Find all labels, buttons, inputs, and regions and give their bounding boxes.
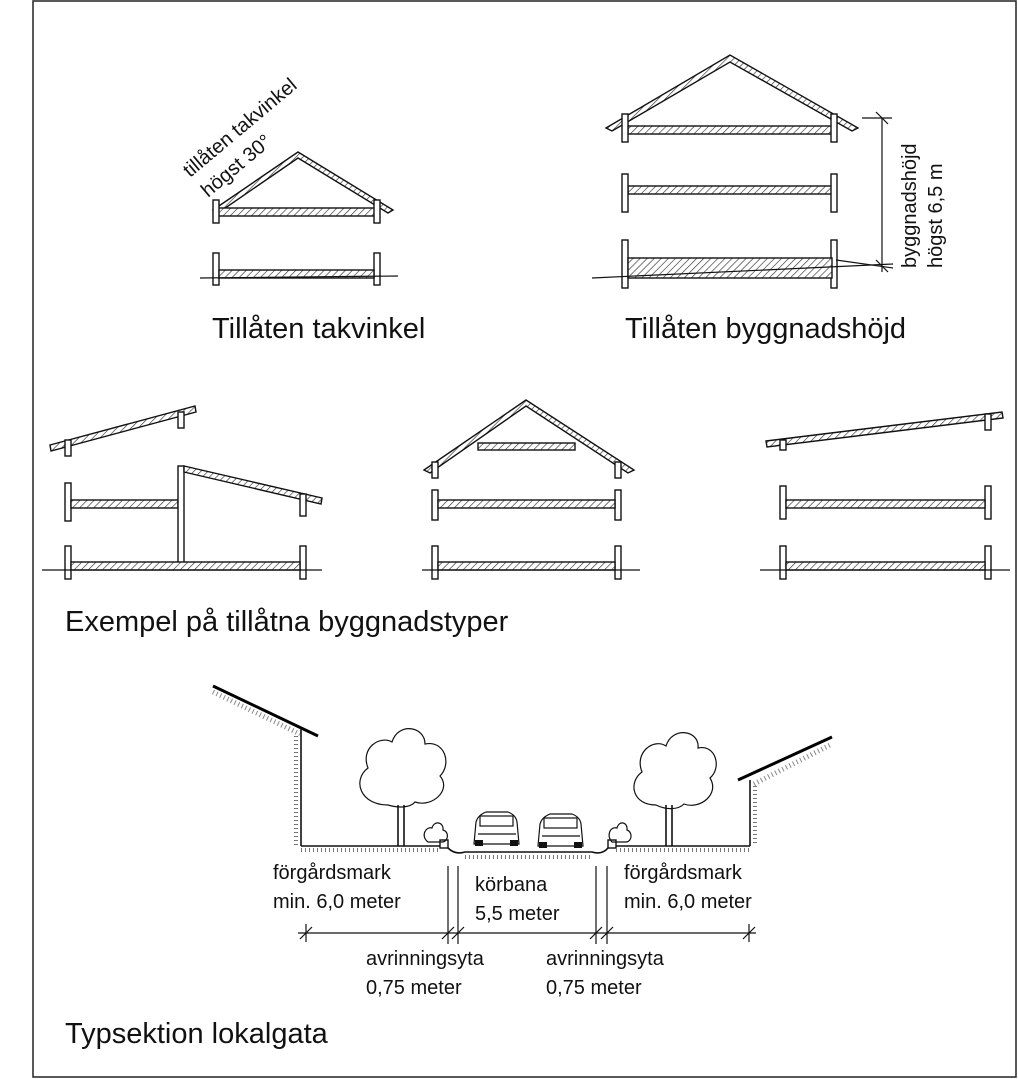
height-label-line2: högst 6,5 m bbox=[925, 163, 947, 268]
frame bbox=[32, 0, 1017, 1078]
building-height-title: Tillåten byggnadshöjd bbox=[625, 313, 906, 345]
example-split-level bbox=[42, 405, 323, 580]
car-right bbox=[537, 813, 584, 848]
roof-angle-drawing bbox=[199, 151, 399, 286]
example-low-shed-roof bbox=[760, 411, 1010, 580]
example-pitched-roof bbox=[422, 399, 640, 580]
building-height-drawing bbox=[591, 54, 894, 289]
drain-left-label-line2: 0,75 meter bbox=[366, 977, 462, 999]
car-left bbox=[473, 811, 520, 846]
drain-right-label-line2: 0,75 meter bbox=[546, 977, 642, 999]
left-zone-label-line2: min. 6,0 meter bbox=[273, 891, 401, 913]
street-section-drawing bbox=[211, 684, 834, 944]
road-label-line1: körbana bbox=[475, 874, 548, 896]
examples-title: Exempel på tillåtna byggnadstyper bbox=[65, 606, 509, 638]
roof-angle-title: Tillåten takvinkel bbox=[212, 313, 425, 345]
height-label-line1: byggnadshöjd bbox=[899, 143, 921, 268]
right-zone-label-line2: min. 6,0 meter bbox=[624, 891, 752, 913]
left-zone-label-line1: förgårdsmark bbox=[273, 862, 392, 884]
road-label-line2: 5,5 meter bbox=[475, 903, 560, 925]
street-section-title: Typsektion lokalgata bbox=[65, 1018, 329, 1050]
drain-left-label-line1: avrinningsyta bbox=[366, 948, 485, 970]
right-zone-label-line1: förgårdsmark bbox=[624, 862, 743, 884]
drain-right-label-line1: avrinningsyta bbox=[546, 948, 665, 970]
